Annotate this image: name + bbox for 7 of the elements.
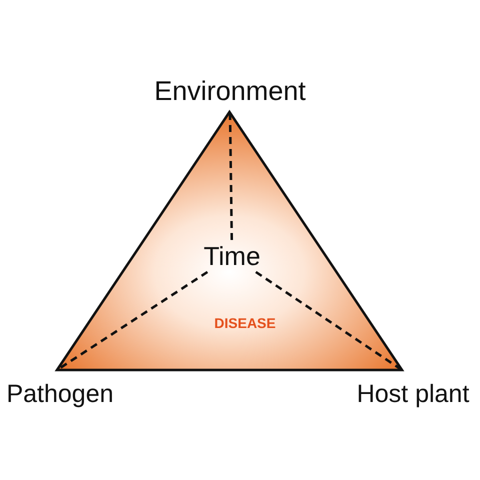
factor-label: Environment [150, 76, 310, 112]
factor-label: Host plant [346, 370, 480, 412]
factor-label: Pathogen [0, 370, 122, 412]
disease-label: DISEASE [213, 314, 277, 333]
dashed-line [228, 112, 234, 240]
factor-label: Time [196, 240, 268, 272]
disease-triangle [57, 112, 402, 370]
